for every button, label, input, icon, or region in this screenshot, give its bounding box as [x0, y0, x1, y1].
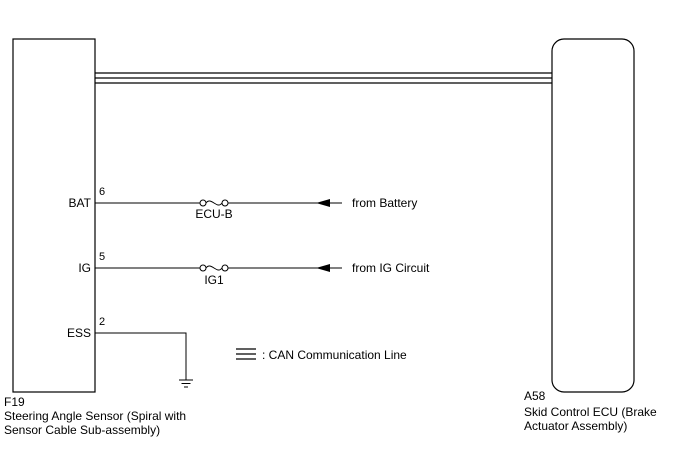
legend-text: : CAN Communication Line: [262, 348, 407, 362]
can-communication-line: [95, 72, 552, 84]
fuse-label-ig1: IG1: [204, 273, 224, 287]
terminal-label-ig: IG: [78, 261, 91, 275]
source-label-ig-circuit: from IG Circuit: [352, 261, 430, 275]
right-component-code: A58: [524, 389, 546, 403]
pin-number-ess: 2: [99, 316, 105, 328]
ground-icon: [179, 379, 193, 388]
skid-control-ecu-box: [551, 38, 635, 393]
left-component-code: F19: [4, 395, 25, 409]
terminal-label-ess: ESS: [67, 326, 91, 340]
steering-angle-sensor-box: [12, 38, 96, 393]
fuse-ecu-b-icon: [199, 199, 229, 207]
arrow-ig-icon: [316, 264, 330, 272]
fuse-label-ecu-b: ECU-B: [195, 207, 232, 221]
terminal-label-bat: BAT: [69, 196, 92, 210]
arrow-bat-icon: [316, 199, 330, 207]
right-component-name-line1: Skid Control ECU (Brake: [524, 405, 657, 419]
left-component-name-line2: Sensor Cable Sub-assembly): [4, 423, 160, 437]
fuse-ig1-icon: [199, 264, 229, 272]
source-label-battery: from Battery: [352, 196, 417, 210]
pin-number-ig: 5: [99, 251, 105, 263]
left-component-name-line1: Steering Angle Sensor (Spiral with: [4, 409, 186, 423]
legend-can-line-icon: [236, 348, 256, 360]
pin-number-bat: 6: [99, 186, 105, 198]
wire-ess: [95, 332, 187, 380]
right-component-name-line2: Actuator Assembly): [524, 419, 627, 433]
